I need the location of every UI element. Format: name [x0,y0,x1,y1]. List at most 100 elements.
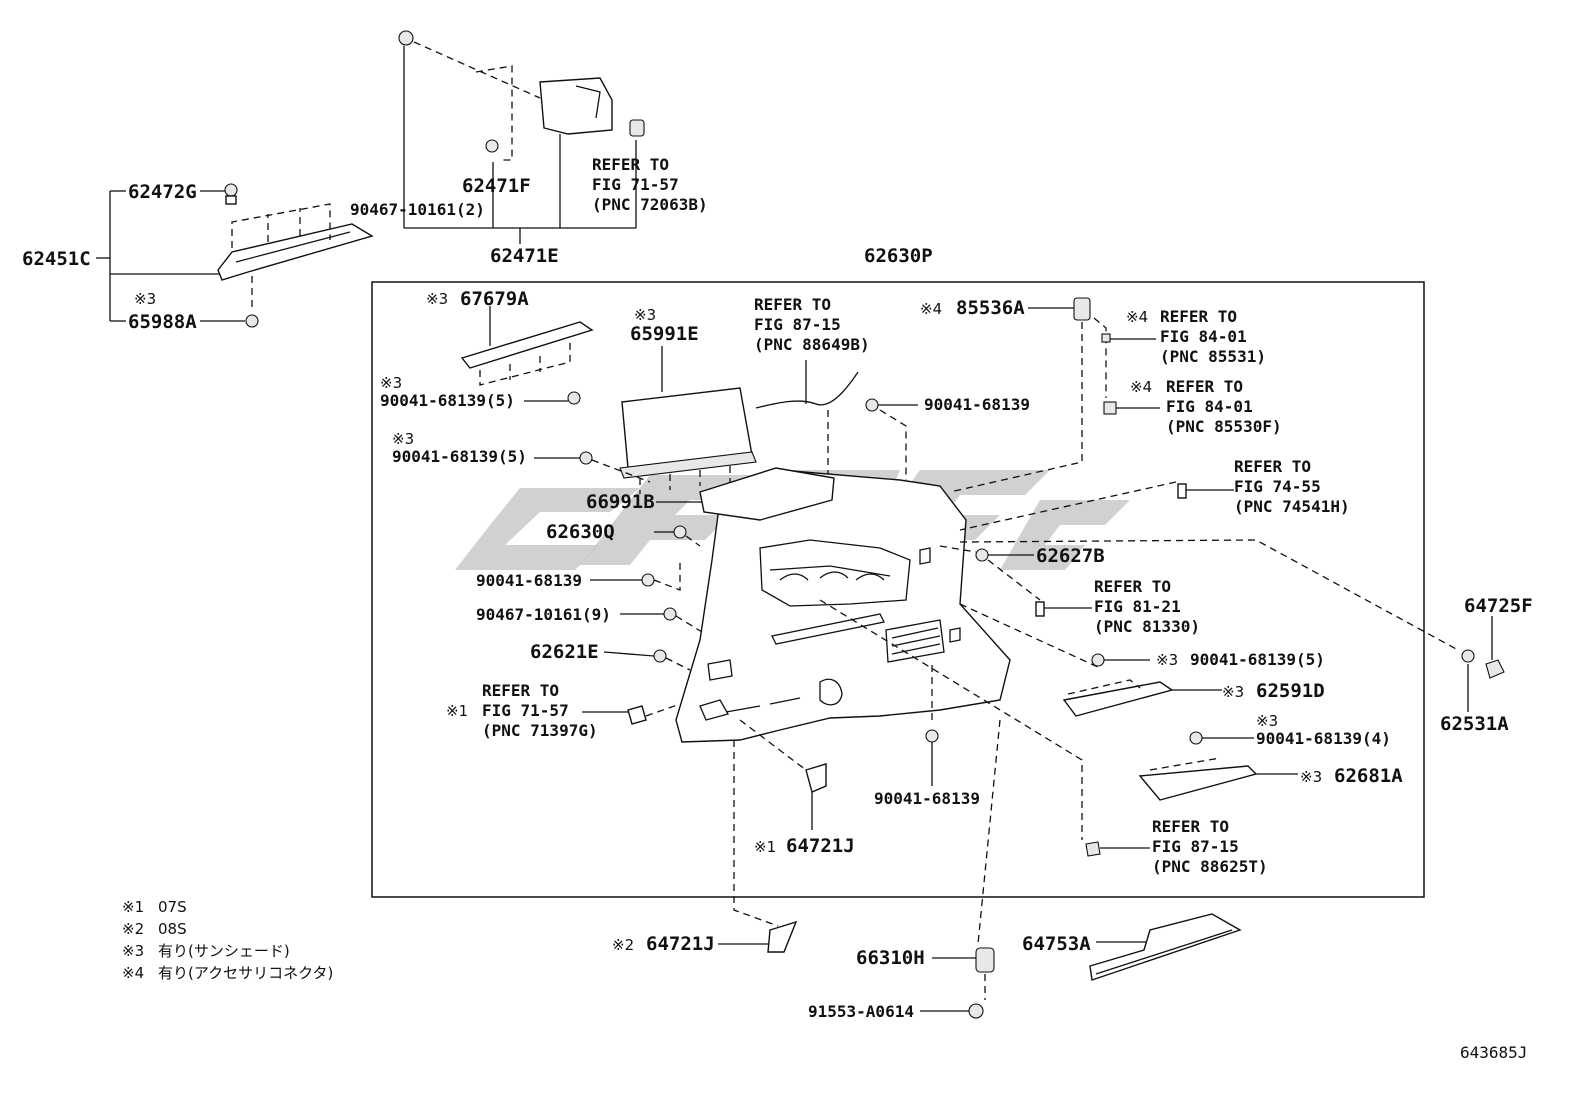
legend: ※1 07S ※2 08S ※3 有り(サンシェード) ※4 有り(アクセサリコ… [122,898,333,982]
strip-67679A [460,306,594,405]
svg-text:(PNC 81330): (PNC 81330) [1094,617,1200,636]
label-90041-68139-a[interactable]: 90041-68139 [924,395,1030,414]
label-90467-10161-2[interactable]: 90467-10161(2) [350,200,485,219]
sunshade-65991E [534,346,757,494]
label-91553-A0614[interactable]: 91553-A0614 [808,1002,914,1021]
mark-3: ※3 [134,290,156,308]
mark-3: ※3 [1222,683,1244,701]
legend-text-4: 有り(アクセサリコネクタ) [158,964,333,982]
clip-65988A [245,314,259,328]
refer-85531[interactable]: ※4 REFER TO FIG 84-01 (PNC 85531) [1126,307,1266,366]
label-62630P[interactable]: 62630P [864,245,933,267]
svg-text:FIG 74-55: FIG 74-55 [1234,477,1321,496]
group-62451C [96,183,374,328]
label-90041-68139-4[interactable]: 90041-68139(4) [1256,729,1391,748]
part-66310H [975,947,995,973]
label-62621E[interactable]: 62621E [530,641,599,663]
mark-4: ※4 [920,300,942,318]
mark-2: ※2 [612,936,634,954]
svg-text:(PNC 85530F): (PNC 85530F) [1166,417,1282,436]
legend-mark-4: ※4 [122,964,144,982]
mark-1: ※1 [754,838,776,856]
svg-text:(PNC 85531): (PNC 85531) [1160,347,1266,366]
label-62451C[interactable]: 62451C [22,248,91,270]
svg-text:REFER TO: REFER TO [482,681,559,700]
refer-74541H[interactable]: REFER TO FIG 74-55 (PNC 74541H) [1234,457,1350,516]
refer-88649B[interactable]: REFER TO FIG 87-15 (PNC 88649B) [754,295,870,354]
label-65988A[interactable]: 65988A [128,311,197,333]
label-90041-68139-5-a[interactable]: 90041-68139(5) [380,391,515,410]
refer-88625T[interactable]: REFER TO FIG 87-15 (PNC 88625T) [1152,817,1268,876]
bottom-items [718,719,1242,1019]
part-labels: 62451C 62472G ※3 65988A 62471F 90467-101… [22,175,1533,1062]
label-62471E[interactable]: 62471E [490,245,559,267]
assembly-frame [371,281,1425,898]
svg-text:(PNC 74541H): (PNC 74541H) [1234,497,1350,516]
svg-text:FIG 71-57: FIG 71-57 [482,701,569,720]
label-64721J-1[interactable]: 64721J [786,835,855,857]
svg-text:FIG 84-01: FIG 84-01 [1160,327,1247,346]
label-62681A[interactable]: 62681A [1334,765,1403,787]
label-62627B[interactable]: 62627B [1036,545,1105,567]
label-62531A[interactable]: 62531A [1440,713,1509,735]
mark-3: ※3 [380,374,402,392]
mark-3: ※3 [1256,712,1278,730]
legend-mark-3: ※3 [122,942,144,960]
label-90041-68139-5-b[interactable]: 90041-68139(5) [392,447,527,466]
legend-text-2: 08S [158,920,187,938]
label-66991B[interactable]: 66991B [586,491,655,513]
svg-text:FIG 71-57: FIG 71-57 [592,175,679,194]
clip-90467-top [398,30,414,46]
svg-text:(PNC 88625T): (PNC 88625T) [1152,857,1268,876]
svg-text:REFER TO: REFER TO [754,295,831,314]
refer-85530F[interactable]: ※4 REFER TO FIG 84-01 (PNC 85530F) [1130,377,1282,436]
mark-3: ※3 [634,306,656,324]
label-65991E[interactable]: 65991E [630,323,699,345]
mark-3: ※3 [392,430,414,448]
label-62591D[interactable]: 62591D [1256,680,1325,702]
legend-text-3: 有り(サンシェード) [158,942,290,960]
label-62472G[interactable]: 62472G [128,181,197,203]
svg-text:※4: ※4 [1130,378,1152,396]
mark-3: ※3 [1300,768,1322,786]
refer-71397G[interactable]: REFER TO ※1 FIG 71-57 (PNC 71397G) [446,681,598,740]
refer-81330[interactable]: REFER TO FIG 81-21 (PNC 81330) [1094,577,1200,636]
svg-text:FIG 81-21: FIG 81-21 [1094,597,1181,616]
label-64753A[interactable]: 64753A [1022,933,1091,955]
label-85536A[interactable]: 85536A [956,297,1025,319]
left-fasteners [582,501,703,725]
label-62630Q[interactable]: 62630Q [546,521,615,543]
svg-text:FIG 87-15: FIG 87-15 [1152,837,1239,856]
label-62471F[interactable]: 62471F [462,175,531,197]
quarter-trim-62630P [675,467,1011,743]
svg-text:(PNC 88649B): (PNC 88649B) [754,335,870,354]
svg-text:※4: ※4 [1126,308,1148,326]
svg-text:REFER TO: REFER TO [1166,377,1243,396]
label-90041-68139-5-c[interactable]: 90041-68139(5) [1190,650,1325,669]
pillar-garnish-62471F [539,77,613,135]
right-fasteners [819,297,1505,857]
refer-72063B[interactable]: REFER TO FIG 71-57 (PNC 72063B) [592,155,708,214]
label-90467-10161-9[interactable]: 90467-10161(9) [476,605,611,624]
svg-text:REFER TO: REFER TO [592,155,669,174]
svg-text:FIG 87-15: FIG 87-15 [754,315,841,334]
svg-text:※1: ※1 [446,702,468,720]
mark-3: ※3 [1156,651,1178,669]
legend-mark-2: ※2 [122,920,144,938]
connector-85536A [1073,297,1091,321]
label-90041-68139-b[interactable]: 90041-68139 [476,571,582,590]
svg-text:FIG 84-01: FIG 84-01 [1166,397,1253,416]
mark-3: ※3 [426,290,448,308]
label-90041-68139-c[interactable]: 90041-68139 [874,789,980,808]
label-67679A[interactable]: 67679A [460,288,529,310]
svg-text:REFER TO: REFER TO [1234,457,1311,476]
svg-text:REFER TO: REFER TO [1160,307,1237,326]
clip-62471F [485,139,499,153]
label-66310H[interactable]: 66310H [856,947,925,969]
label-64725F[interactable]: 64725F [1464,595,1533,617]
label-64721J-2[interactable]: 64721J [646,933,715,955]
group-62471E [398,30,645,244]
legend-mark-1: ※1 [122,898,144,916]
svg-text:(PNC 72063B): (PNC 72063B) [592,195,708,214]
